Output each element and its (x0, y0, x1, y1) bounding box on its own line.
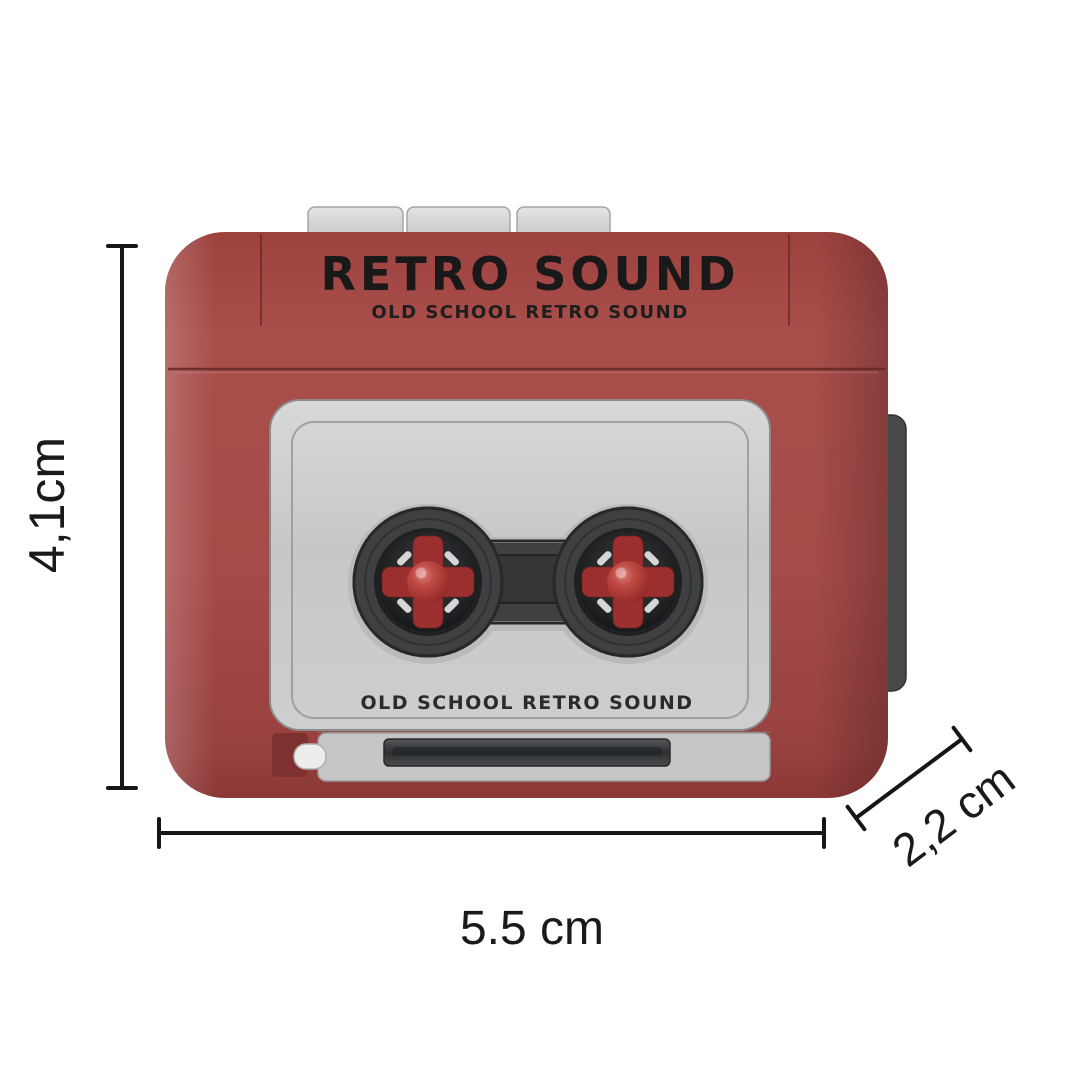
right-reel (554, 508, 702, 656)
width-dimension-label: 5.5 cm (460, 902, 604, 955)
brand-subtitle: OLD SCHOOL RETRO SOUND (371, 302, 688, 323)
door-label: OLD SCHOOL RETRO SOUND (360, 692, 693, 714)
height-dimension-line (106, 244, 138, 790)
speaker-slot (383, 738, 671, 767)
brand-title: RETRO SOUND (320, 247, 739, 301)
depth-dimension-label: 2,2 cm (883, 752, 1025, 877)
width-dimension-line (157, 817, 826, 849)
hinge-peg (293, 743, 327, 770)
dimension-annotations (106, 244, 973, 849)
depth-dimension-line (845, 725, 973, 832)
door-inner-outline (291, 421, 749, 719)
reel-assembly (348, 504, 708, 664)
height-dimension-label: 4,1cm (19, 437, 75, 573)
left-reel (354, 508, 502, 656)
